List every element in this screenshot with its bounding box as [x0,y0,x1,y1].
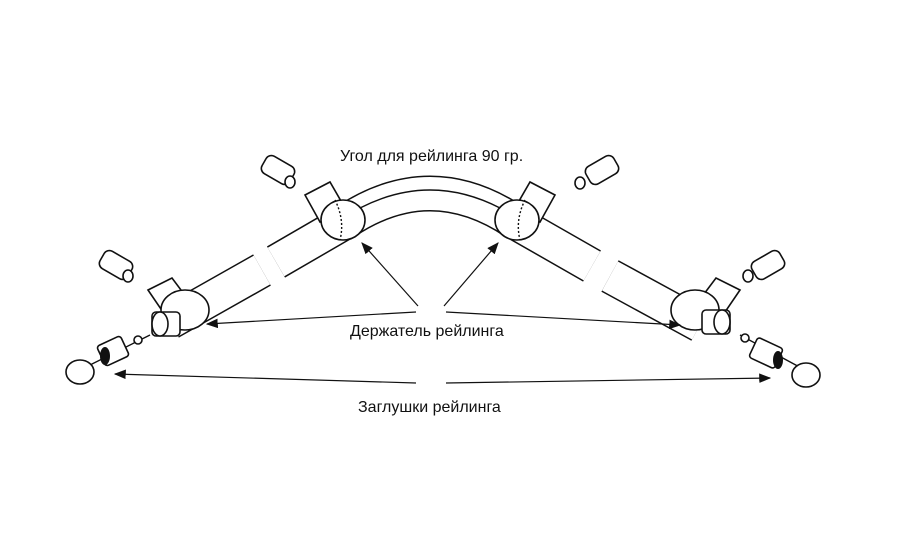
cap-left [65,334,151,385]
holder-top-right [494,154,620,241]
holder-bottom-right [670,249,786,335]
cap-right [739,333,821,388]
arrow-holder-bottom-right [445,311,682,330]
railing-tube [161,175,709,341]
holder-bottom-left [98,249,210,337]
label-caps: Заглушки рейлинга [358,399,501,416]
end-stud-top-left [260,154,296,189]
end-stud-top-right [574,154,620,190]
arrow-holder-bottom-left [205,311,417,329]
arrow-holder-top-right [443,242,499,307]
end-stud-bottom-left [98,249,134,283]
label-holder: Держатель рейлинга [350,323,504,340]
arrow-cap-left [113,369,417,384]
callout-arrows [113,242,772,384]
arrow-cap-right [445,373,772,384]
label-corner: Угол для рейлинга 90 гр. [340,148,523,165]
arrow-holder-top-left [361,242,419,307]
end-stud-bottom-right [742,249,786,283]
holder-top-left [260,154,366,241]
